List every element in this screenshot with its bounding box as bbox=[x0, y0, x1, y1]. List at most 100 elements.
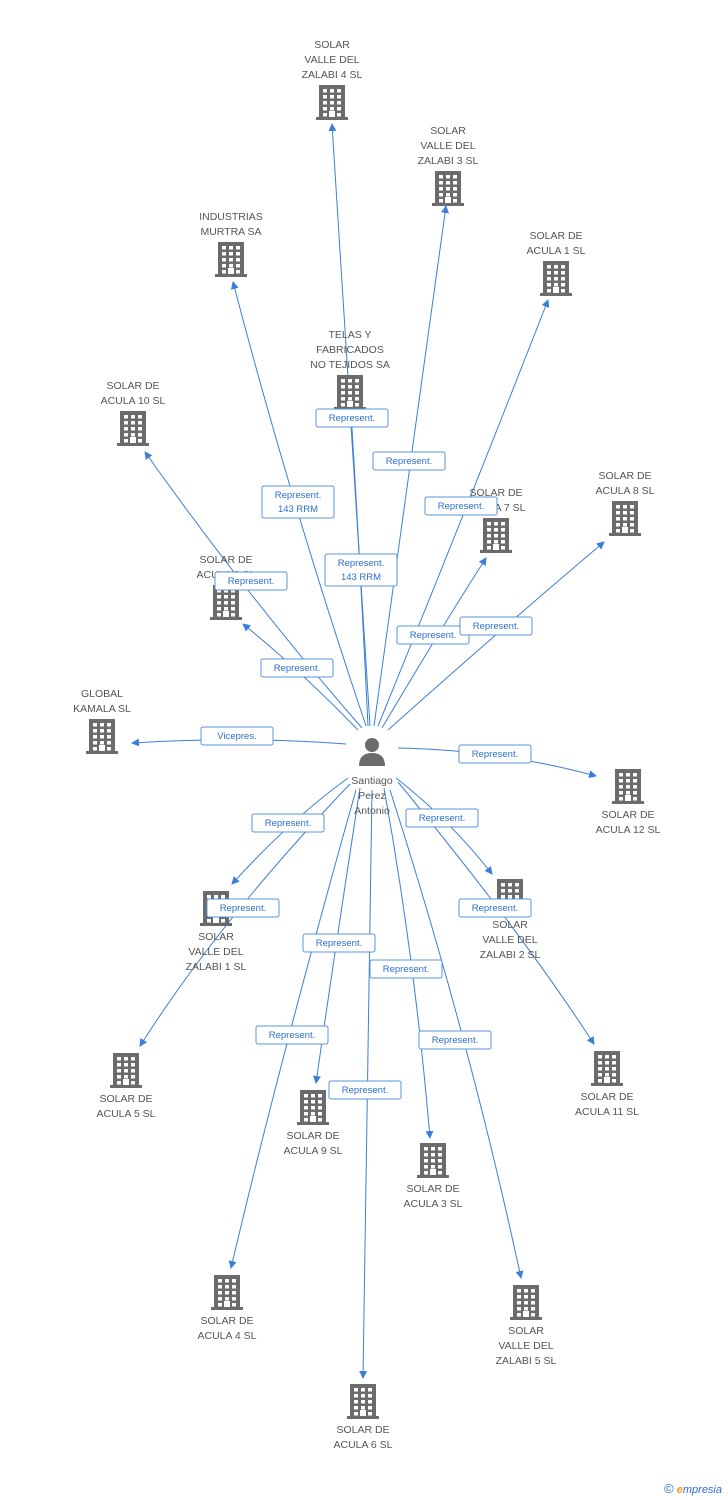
edge-label-text: Represent. bbox=[228, 576, 274, 587]
node-label: ACULA 1 SL bbox=[527, 245, 586, 257]
edge-label-acula11[interactable]: Represent. bbox=[458, 898, 532, 918]
node-label: ACULA 5 SL bbox=[97, 1108, 156, 1120]
node-label: ZALABI 4 SL bbox=[302, 69, 363, 81]
edge-label-acula1[interactable]: Represent. bbox=[424, 496, 498, 516]
node-label: ACULA 12 SL bbox=[596, 824, 661, 836]
edge-label-acula4[interactable]: Represent. bbox=[255, 1025, 329, 1045]
building-icon[interactable] bbox=[110, 1053, 142, 1088]
person-icon[interactable] bbox=[359, 738, 385, 766]
building-icon[interactable] bbox=[609, 501, 641, 536]
edge-label-zalabi3[interactable]: Represent. bbox=[372, 451, 446, 471]
edge-label-text: Represent. bbox=[338, 558, 384, 569]
building-icon[interactable] bbox=[432, 171, 464, 206]
building-icon[interactable] bbox=[347, 1384, 379, 1419]
building-icon[interactable] bbox=[297, 1090, 329, 1125]
edge-label-text: 143 RRM bbox=[278, 504, 318, 515]
building-icon[interactable] bbox=[210, 585, 242, 620]
node-label: VALLE DEL bbox=[304, 54, 359, 66]
edge-label-text: Represent. bbox=[275, 490, 321, 501]
node-label: ZALABI 5 SL bbox=[496, 1355, 557, 1367]
edge-label-acula5[interactable]: Represent. bbox=[206, 898, 280, 918]
edge-label-zalabi5[interactable]: Represent. bbox=[418, 1030, 492, 1050]
node-label: SOLAR DE bbox=[580, 1091, 633, 1103]
building-icon[interactable] bbox=[510, 1285, 542, 1320]
node-acula3[interactable]: SOLAR DE ACULA 3 SL bbox=[404, 1143, 463, 1210]
node-label: FABRICADOS bbox=[316, 344, 384, 356]
footer-brand: © empresia bbox=[664, 1481, 722, 1496]
building-icon[interactable] bbox=[612, 769, 644, 804]
edge-acula10 bbox=[144, 451, 363, 729]
node-telas[interactable]: TELAS Y FABRICADOS NO TEJIDOS SA bbox=[310, 329, 390, 410]
node-label: SOLAR DE bbox=[286, 1130, 339, 1142]
edge-label-acula2[interactable]: Represent. bbox=[260, 658, 334, 678]
node-label: SOLAR DE bbox=[469, 487, 522, 499]
building-icon[interactable] bbox=[480, 518, 512, 553]
edge-label-text: Vicepres. bbox=[217, 731, 256, 742]
node-kamala[interactable]: GLOBAL KAMALA SL bbox=[73, 688, 131, 754]
node-label: SOLAR bbox=[492, 919, 528, 931]
node-label: GLOBAL bbox=[81, 688, 123, 700]
edge-label-text: 143 RRM bbox=[341, 572, 381, 583]
node-label: TELAS Y bbox=[329, 329, 372, 341]
node-label: VALLE DEL bbox=[420, 140, 475, 152]
node-label: KAMALA SL bbox=[73, 703, 131, 715]
building-icon[interactable] bbox=[86, 719, 118, 754]
node-label: SOLAR DE bbox=[598, 470, 651, 482]
edge-label-zalabi4[interactable]: Represent. 143 RRM bbox=[261, 485, 335, 519]
building-icon[interactable] bbox=[591, 1051, 623, 1086]
edge-label-acula10[interactable]: Represent. bbox=[214, 571, 288, 591]
building-icon[interactable] bbox=[316, 85, 348, 120]
edge-label-text: Represent. bbox=[383, 964, 429, 975]
edge-label-text: Represent. bbox=[472, 903, 518, 914]
brand-name: mpresia bbox=[682, 1484, 722, 1496]
edge-label-acula8[interactable]: Represent. bbox=[459, 616, 533, 636]
edge-label-text: Represent. bbox=[274, 663, 320, 674]
edge-label-text: Represent. bbox=[386, 456, 432, 467]
person-label: Santiago bbox=[351, 775, 393, 787]
edge-label-acula3[interactable]: Represent. bbox=[369, 959, 443, 979]
edge-label-text: Represent. bbox=[329, 413, 375, 424]
edge-label-zalabi1[interactable]: Represent. bbox=[251, 813, 325, 833]
node-label: SOLAR DE bbox=[406, 1183, 459, 1195]
brand-logo-initial: e bbox=[676, 1484, 683, 1496]
copyright-icon: © bbox=[664, 1481, 674, 1496]
edge-label-kamala[interactable]: Vicepres. bbox=[200, 726, 274, 746]
edge-label-murtra[interactable]: Represent. 143 RRM bbox=[324, 553, 398, 587]
building-icon[interactable] bbox=[117, 411, 149, 446]
edge-label-text: Represent. bbox=[419, 813, 465, 824]
edge-label-text: Represent. bbox=[342, 1085, 388, 1096]
edge-label-acula6[interactable]: Represent. bbox=[328, 1080, 402, 1100]
edge-label-acula7[interactable]: Represent. bbox=[396, 625, 470, 645]
node-label: NO TEJIDOS SA bbox=[310, 359, 390, 371]
building-icon[interactable] bbox=[211, 1275, 243, 1310]
node-label: INDUSTRIAS bbox=[199, 211, 263, 223]
node-acula1[interactable]: SOLAR DE ACULA 1 SL bbox=[527, 230, 586, 296]
node-label: ACULA 4 SL bbox=[198, 1330, 257, 1342]
node-label: SOLAR DE bbox=[199, 554, 252, 566]
node-label: SOLAR DE bbox=[529, 230, 582, 242]
edge-label-text: Represent. bbox=[438, 501, 484, 512]
edge-label-acula12[interactable]: Represent. bbox=[458, 744, 532, 764]
building-icon[interactable] bbox=[417, 1143, 449, 1178]
building-icon[interactable] bbox=[540, 261, 572, 296]
building-icon[interactable] bbox=[334, 375, 366, 410]
edge-label-telas[interactable]: Represent. bbox=[315, 408, 389, 428]
building-icon[interactable] bbox=[215, 242, 247, 277]
edge-label-acula9[interactable]: Represent. bbox=[302, 933, 376, 953]
edge-label-zalabi2[interactable]: Represent. bbox=[405, 808, 479, 828]
node-label: ACULA 3 SL bbox=[404, 1198, 463, 1210]
